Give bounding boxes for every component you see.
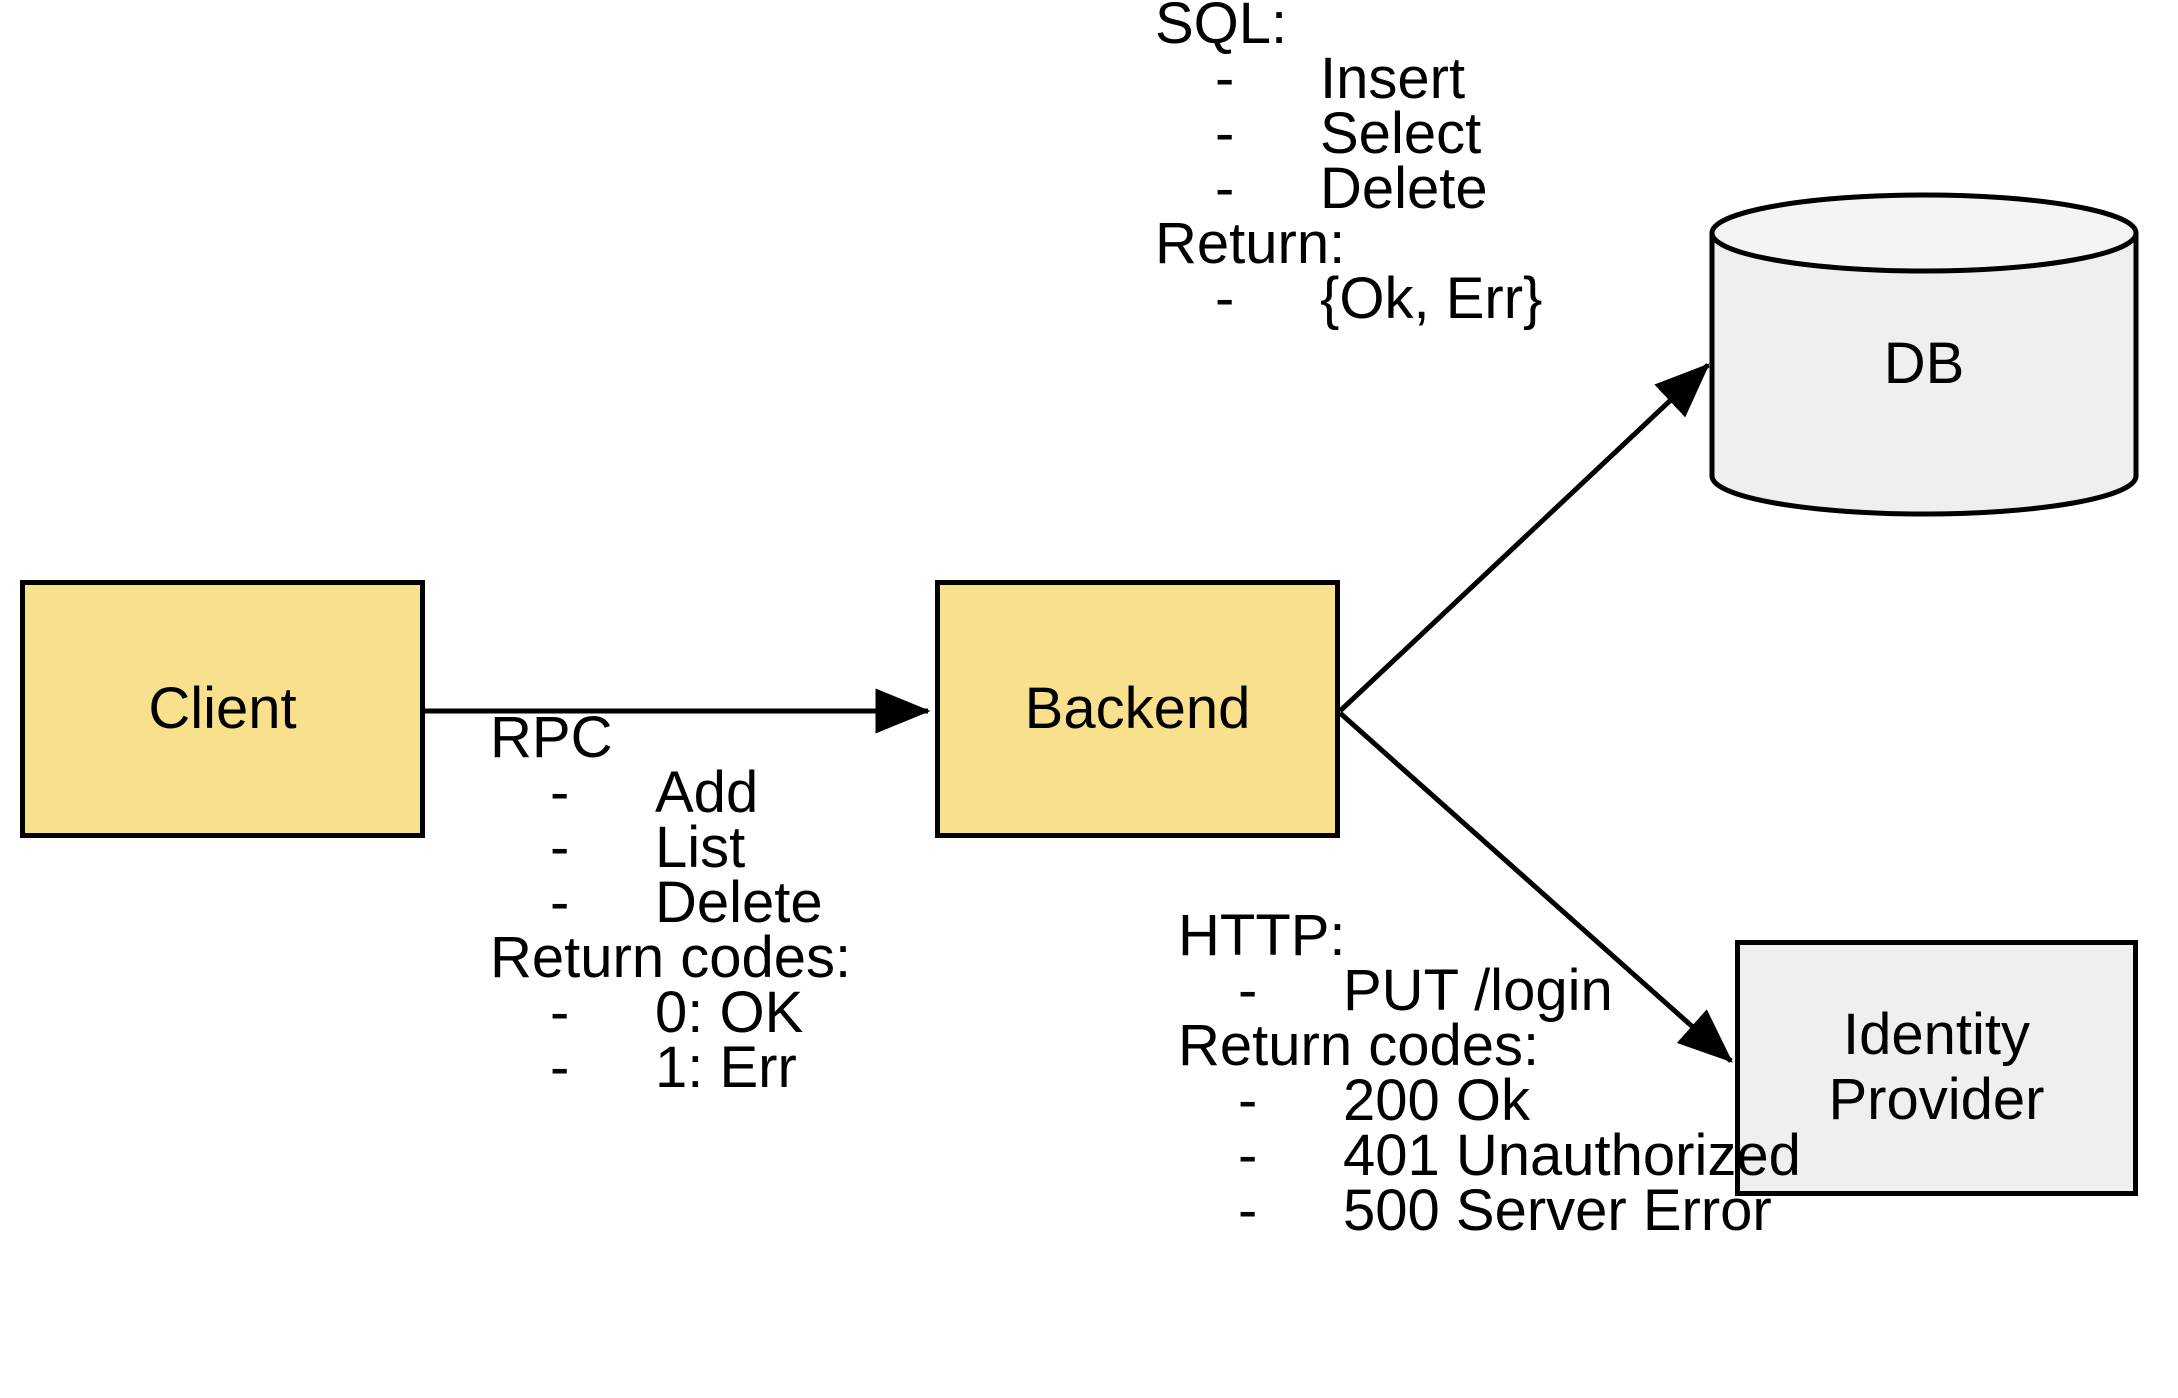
node-client[interactable]: Client [20, 580, 425, 838]
node-identity-provider[interactable]: Identity Provider [1735, 940, 2138, 1196]
annotation-sql-item: - Select [1155, 101, 1542, 166]
node-client-label: Client [148, 675, 297, 741]
annotation-http: HTTP: - PUT /login Return codes: - 200 O… [1178, 903, 1801, 1243]
annotation-rpc-item-label: Delete [655, 870, 823, 935]
bullet-dash: - [1238, 958, 1258, 1023]
annotation-sql-return: - {Ok, Err} [1155, 266, 1542, 331]
database-cylinder-icon [1709, 192, 2139, 517]
bullet-dash: - [550, 1035, 570, 1100]
annotation-sql-header: SQL: [1155, 0, 1288, 56]
annotation-http-return: - 500 Server Error [1178, 1178, 1801, 1243]
annotation-rpc-item: - List [490, 815, 851, 880]
annotation-http-return: - 200 Ok [1178, 1068, 1801, 1133]
annotation-rpc-return-label: 0: OK [655, 980, 804, 1045]
annotation-rpc: RPC - Add - List - Delete Return codes: … [490, 705, 852, 1100]
annotation-http-return: - 401 Unauthorized [1178, 1123, 1801, 1188]
annotation-rpc-return-label: 1: Err [655, 1035, 797, 1100]
bullet-dash: - [550, 980, 570, 1045]
annotation-rpc-item-label: List [655, 815, 746, 880]
annotation-sql: SQL: - Insert - Select - Delete Return: … [1155, 0, 1542, 331]
bullet-dash: - [550, 815, 570, 880]
edge-backend-to-db [1338, 363, 1710, 713]
annotation-rpc-item: - Delete [490, 870, 851, 935]
annotation-http-header: HTTP: [1178, 903, 1346, 968]
annotation-rpc-header: RPC [490, 705, 613, 770]
annotation-sql-item: - Delete [1155, 156, 1542, 221]
node-backend[interactable]: Backend [935, 580, 1340, 838]
annotation-http-return-label: 500 Server Error [1343, 1178, 1772, 1243]
bullet-dash: - [1238, 1068, 1258, 1133]
annotation-http-return-label: 200 Ok [1343, 1068, 1530, 1133]
annotation-rpc-item-label: Add [655, 760, 759, 825]
bullet-dash: - [1215, 46, 1235, 111]
annotation-http-item: - PUT /login [1178, 958, 1801, 1023]
bullet-dash: - [550, 870, 570, 935]
bullet-dash: - [550, 760, 570, 825]
annotation-rpc-subheader: Return codes: [490, 925, 852, 990]
node-identity-provider-label: Identity Provider [1828, 1002, 2045, 1132]
annotation-sql-item-label: Select [1320, 101, 1482, 166]
annotation-sql-return-label: {Ok, Err} [1320, 266, 1543, 331]
annotation-http-item-label: PUT /login [1343, 958, 1613, 1023]
annotation-http-subheader: Return codes: [1178, 1013, 1540, 1078]
annotation-rpc-return: - 1: Err [490, 1035, 851, 1100]
node-db-label: DB [1883, 331, 1965, 396]
annotation-sql-item: - Insert [1155, 46, 1542, 111]
annotation-rpc-return: - 0: OK [490, 980, 851, 1045]
annotation-http-return-label: 401 Unauthorized [1343, 1123, 1801, 1188]
bullet-dash: - [1238, 1178, 1258, 1243]
node-db[interactable]: DB [1707, 192, 2141, 517]
bullet-dash: - [1215, 101, 1235, 166]
bullet-dash: - [1215, 156, 1235, 221]
annotation-sql-item-label: Insert [1320, 46, 1466, 111]
bullet-dash: - [1238, 1123, 1258, 1188]
annotation-sql-subheader: Return: [1155, 211, 1346, 276]
annotation-sql-item-label: Delete [1320, 156, 1488, 221]
node-backend-label: Backend [1024, 675, 1251, 741]
bullet-dash: - [1215, 266, 1235, 331]
annotation-rpc-item: - Add [490, 760, 851, 825]
